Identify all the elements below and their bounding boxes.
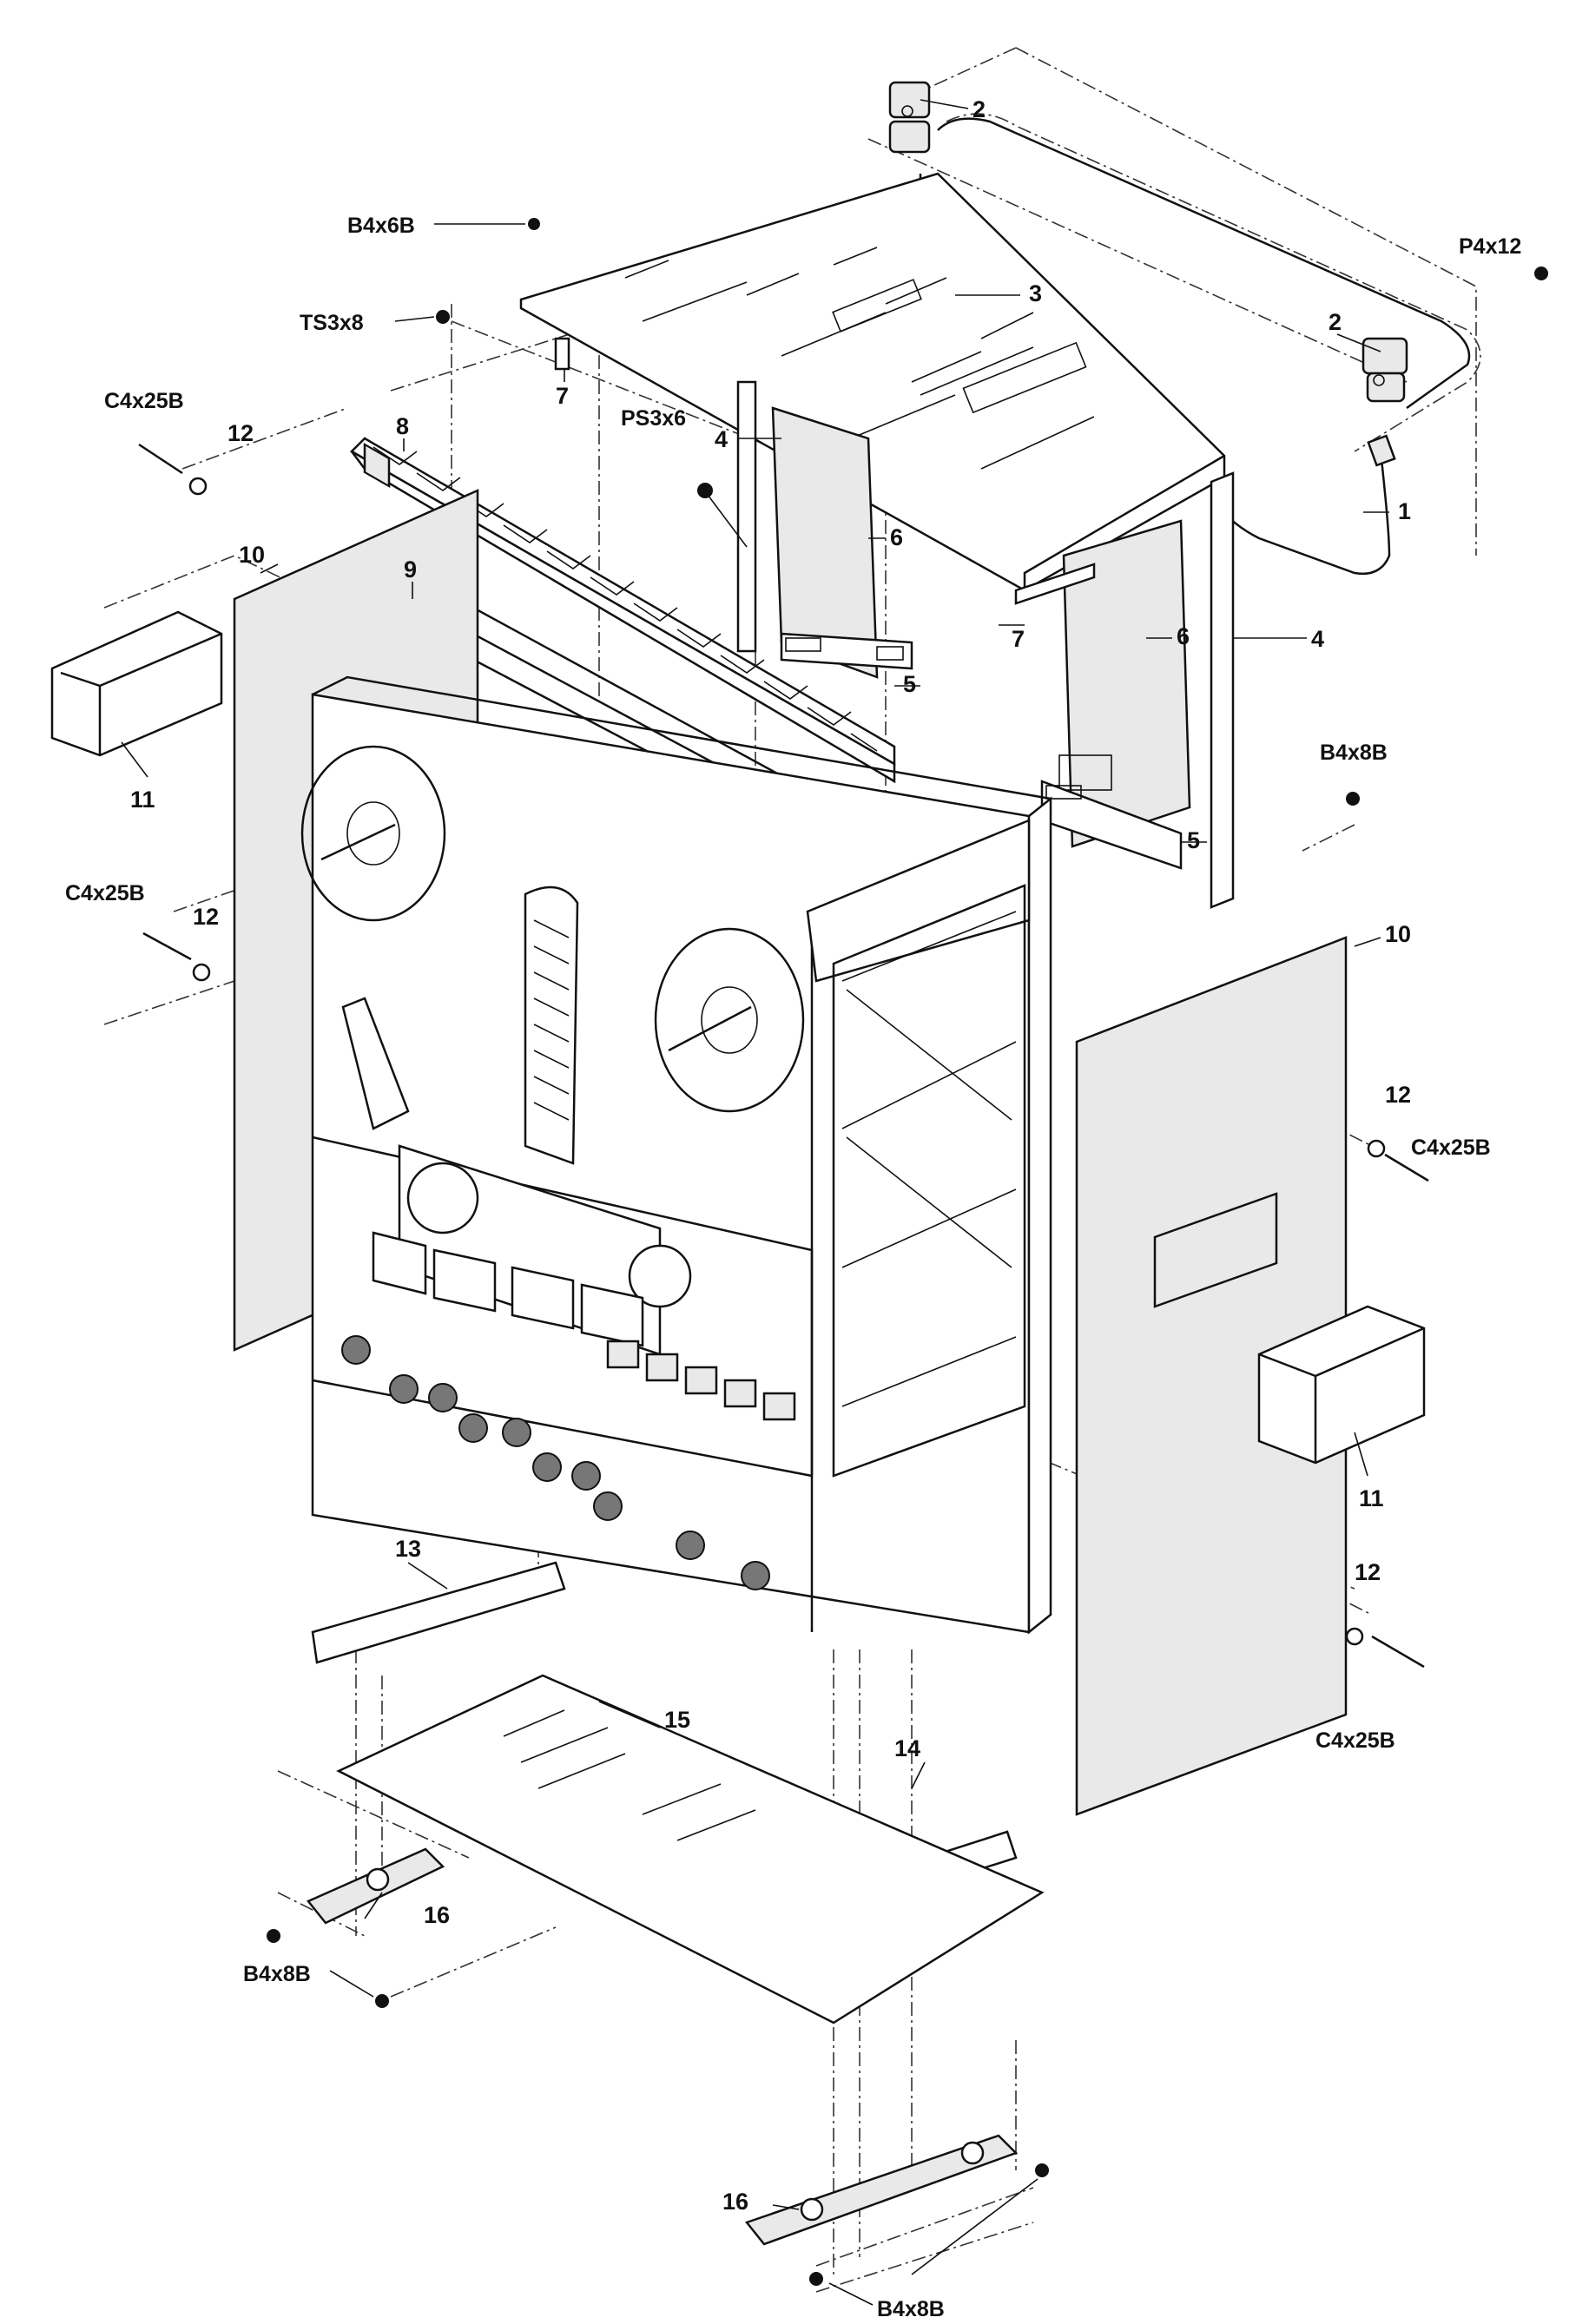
screw-label-p4x12: P4x12 <box>1459 234 1521 259</box>
callout-10-right: 10 <box>1385 921 1411 947</box>
screw-label-c4x25b-lower-left: C4x25B <box>65 881 145 905</box>
vu-meters <box>372 1231 644 1347</box>
screw-label-ts3x8: TS3x8 <box>300 311 364 335</box>
handle-11-left <box>50 610 223 757</box>
key-bank-keys <box>363 442 391 489</box>
callout-9: 9 <box>404 556 417 583</box>
callout-4-center: 4 <box>715 426 728 452</box>
screw-label-c4x25b-upper-right: C4x25B <box>1411 1136 1491 1160</box>
circuit-board-6-right <box>1058 519 1191 848</box>
circuit-board-6-center <box>771 406 879 679</box>
bracket-4-right <box>1210 471 1235 909</box>
callout-labels: 1 2 2 3 4 4 5 5 6 6 7 7 8 9 10 10 11 11 … <box>130 96 1411 2215</box>
leader-lines <box>121 99 1389 2306</box>
screw-label-b4x8b-bottom: B4x8B <box>877 2297 945 2321</box>
callout-5-lower: 5 <box>1187 827 1200 853</box>
callout-2-top: 2 <box>973 96 986 122</box>
handle-11-right <box>1257 1305 1426 1465</box>
screw-label-b4x6b: B4x6B <box>347 214 415 238</box>
top-cover-3 <box>519 172 1226 592</box>
foot-16-right <box>744 2134 1019 2246</box>
key-bank-8 <box>349 437 896 784</box>
callout-15: 15 <box>664 1707 690 1733</box>
screw-labels: B4x6B TS3x8 PS3x6 P4x12 C4x25B C4x25B C4… <box>65 214 1521 2321</box>
callout-12-lower-left: 12 <box>193 904 219 930</box>
screw-label-b4x8b-left: B4x8B <box>243 1962 311 1986</box>
callout-16-left: 16 <box>424 1902 450 1928</box>
foot-16-left <box>307 1847 445 1925</box>
bracket-13 <box>311 1561 566 1664</box>
screw-marks <box>138 218 1548 2286</box>
clamp-2-right <box>1362 337 1408 403</box>
callout-12-upper-left: 12 <box>227 420 254 446</box>
screw-label-b4x8b-right: B4x8B <box>1320 741 1388 765</box>
callout-12-lower-right: 12 <box>1355 1559 1381 1585</box>
callout-2-right: 2 <box>1329 309 1342 335</box>
reel-right <box>654 927 805 1113</box>
callout-12-upper-right: 12 <box>1385 1082 1411 1108</box>
side-panel-10-right <box>1075 936 1348 1816</box>
callout-10-left: 10 <box>239 542 265 568</box>
callout-11-left: 11 <box>130 787 155 813</box>
knobs <box>341 1335 770 1590</box>
callout-5-upper: 5 <box>903 671 916 697</box>
reel-left <box>300 745 446 922</box>
bottom-plate-15 <box>336 1674 1045 2024</box>
screw-label-ps3x6: PS3x6 <box>621 406 686 431</box>
tension-arm <box>524 885 579 1165</box>
callout-4-right: 4 <box>1311 626 1324 652</box>
main-deck <box>300 675 1052 1635</box>
clamp-2-top <box>888 81 931 154</box>
callout-16-right: 16 <box>722 2189 748 2215</box>
callout-3: 3 <box>1029 280 1042 306</box>
screw-label-c4x25b-upper-left: C4x25B <box>104 389 184 413</box>
callout-7-left: 7 <box>556 383 569 409</box>
callout-6-center: 6 <box>890 524 903 550</box>
screw-label-c4x25b-lower-right: C4x25B <box>1315 1728 1395 1753</box>
connector-strip-5-upper <box>780 632 913 670</box>
bracket-7-right <box>1014 563 1096 605</box>
callout-13: 13 <box>395 1536 421 1562</box>
callout-8: 8 <box>396 413 409 439</box>
bracket-7-left <box>554 337 570 371</box>
callout-11-right: 11 <box>1359 1485 1384 1511</box>
bracket-4-center <box>736 380 757 653</box>
callout-7-right: 7 <box>1012 626 1025 652</box>
chassis-frame <box>832 884 1026 1478</box>
transport-buttons <box>606 1340 796 1421</box>
callout-14: 14 <box>894 1735 920 1761</box>
callout-1: 1 <box>1398 498 1411 524</box>
callout-6-right: 6 <box>1177 623 1190 649</box>
